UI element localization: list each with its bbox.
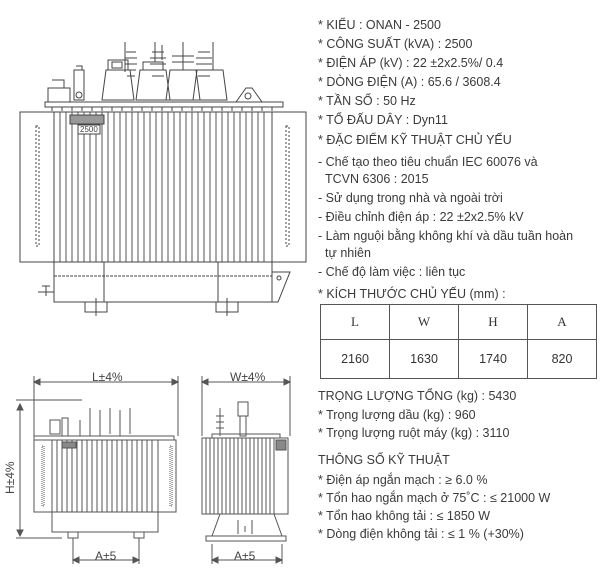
table-header-cell: W: [389, 304, 459, 340]
height-dimension-label: H±4%: [3, 461, 17, 494]
feature-item: - Điều chỉnh điện áp : 22 ±2x2.5% kV: [318, 210, 524, 224]
features-heading: * ĐẶC ĐIỂM KỸ THUẬT CHỦ YẾU: [318, 133, 512, 147]
nameplate-label: 2500: [80, 125, 98, 134]
length-dimension-label: L±4%: [92, 370, 123, 384]
transformer-main-drawing: 2500: [19, 42, 307, 316]
bushing-icon: [101, 42, 137, 101]
table-cell: 1630: [389, 339, 459, 379]
feature-item: - Chế tạo theo tiêu chuẩn IEC 60076 và: [318, 155, 538, 169]
transformer-front-view: [16, 376, 180, 564]
table-header-cell: A: [527, 304, 597, 340]
spec-current: * DÒNG ĐIỆN (A) : 65.6 / 3608.4: [318, 75, 501, 89]
core-weight: * Trọng lượng ruột máy (kg) : 3110: [318, 426, 510, 440]
table-header-cell: L: [320, 304, 390, 340]
side-a-dimension-label: A±5: [234, 549, 256, 563]
tech-item: * Tổn hao không tải : ≤ 1850 W: [318, 509, 491, 523]
spec-vector-group: * TỔ ĐẤU DÂY : Dyn11: [318, 113, 448, 127]
table-header-row: L W H A: [320, 304, 597, 340]
oil-weight: * Trọng lượng dầu (kg) : 960: [318, 408, 476, 422]
feature-item-cont: tự nhiên: [325, 246, 371, 260]
spec-model: * KIỂU : ONAN - 2500: [318, 18, 441, 32]
feature-item: - Sử dụng trong nhà và ngoài trời: [318, 191, 503, 205]
tech-item: * Dòng điện không tải : ≤ 1 % (+30%): [318, 527, 524, 541]
table-cell: 1740: [458, 339, 528, 379]
tech-item: * Điện áp ngắn mạch : ≥ 6.0 %: [318, 473, 488, 487]
front-a-dimension-label: A±5: [95, 549, 117, 563]
width-dimension-label: W±4%: [230, 370, 266, 384]
technical-heading: THÔNG SỐ KỸ THUẬT: [318, 453, 450, 467]
table-row: 2160 1630 1740 820: [320, 339, 597, 379]
spec-frequency: * TẦN SỐ : 50 Hz: [318, 94, 416, 108]
spec-capacity: * CÔNG SUẤT (kVA) : 2500: [318, 37, 473, 51]
total-weight-heading: TRỌNG LƯỢNG TỔNG (kg) : 5430: [318, 389, 517, 403]
dimensions-table: L W H A 2160 1630 1740 820: [320, 304, 597, 379]
table-header-cell: H: [458, 304, 528, 340]
feature-item: - Làm nguội bằng không khí và dầu tuần h…: [318, 229, 574, 243]
table-cell: 2160: [320, 339, 390, 379]
feature-item-cont: TCVN 6306 : 2015: [325, 172, 429, 186]
transformer-side-view: [200, 376, 292, 564]
tech-item: * Tổn hao ngắn mạch ở 75˚C : ≤ 21000 W: [318, 491, 551, 505]
feature-item: - Chế độ làm việc : liên tục: [318, 265, 466, 279]
dimensions-heading: * KÍCH THƯỚC CHỦ YẾU (mm) :: [318, 287, 506, 301]
table-cell: 820: [527, 339, 597, 379]
spec-voltage: * ĐIỆN ÁP (kV) : 22 ±2x2.5%/ 0.4: [318, 56, 504, 70]
